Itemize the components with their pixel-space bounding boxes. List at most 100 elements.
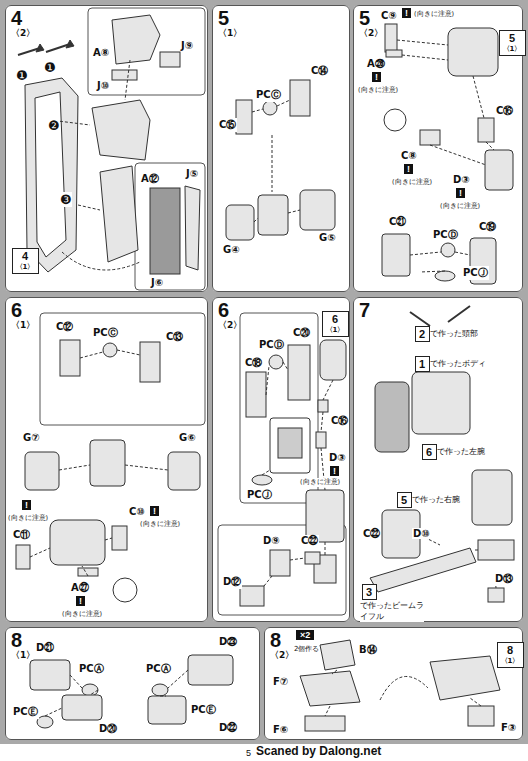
part-sketch (485, 150, 513, 190)
step-number: 4 (16, 250, 35, 262)
sub-step: 〈1〉 (16, 262, 35, 272)
inset-frame (240, 313, 318, 503)
part-sketch (16, 15, 514, 731)
page-frame (212, 5, 350, 292)
part-sketch (140, 342, 160, 382)
step-reference: 5〈1〉 (499, 30, 526, 56)
caution-mark: ! (150, 506, 159, 516)
part-sketch (16, 545, 30, 569)
caution-mark: ! (404, 164, 413, 174)
assembly-guide (45, 670, 188, 716)
page-frame (212, 297, 350, 622)
part-number: D⑩ (412, 528, 431, 539)
part-sketch (300, 190, 335, 230)
part-number: C⑳ (292, 326, 311, 340)
part-sketch (62, 695, 102, 720)
caution-note: (向きに注意) (300, 478, 340, 487)
sub-step: 〈1〉 (218, 28, 344, 39)
step-number: 3 (366, 586, 373, 598)
part-number: PCⒸ (92, 326, 119, 340)
step-number: 6 (11, 300, 202, 320)
part-sketch (188, 655, 233, 685)
step-reference: 2 (415, 326, 430, 342)
caution-note: (向きに注意) (358, 86, 398, 95)
part-sketch (240, 586, 264, 606)
step-panel: 5〈2〉5〈1〉 (353, 5, 523, 292)
part-number: C⑩ (128, 506, 146, 517)
part-number: PCⒿ (462, 266, 489, 280)
part-sketch (420, 130, 440, 145)
part-number: C㉒ (300, 535, 319, 546)
part-number: F⑦ (272, 676, 289, 687)
assembly-guide (30, 40, 496, 716)
part-sketch (112, 15, 160, 64)
part-sketch (60, 340, 80, 376)
part-number: J⑤ (185, 168, 199, 179)
quantity-tab: ×2 (296, 630, 314, 640)
part-number: PCⒶ (78, 662, 105, 676)
part-number: D㉓ (218, 636, 238, 647)
part-sketch (37, 716, 53, 728)
part-sketch (320, 640, 355, 670)
part-number: C⑱ (244, 356, 263, 370)
part-number: PCⒿ (246, 488, 273, 502)
sub-step: 〈1〉 (501, 656, 520, 666)
part-sketch (150, 188, 180, 274)
part-number: PCⒺ (190, 703, 217, 717)
caution-mark: ! (456, 188, 465, 198)
part-sketch (252, 475, 272, 485)
part-number: PCⒸ (255, 88, 282, 102)
assembly-note: で作ったビームライフル (360, 600, 424, 622)
step-reference: 6 (422, 444, 437, 460)
sub-step: 〈2〉 (359, 28, 517, 39)
part-sketch (263, 101, 277, 115)
part-sketch (430, 656, 500, 700)
caution-mark: ! (372, 72, 381, 82)
part-sketch (305, 552, 320, 564)
assembly-guide (262, 362, 333, 586)
part-sketch (278, 428, 302, 458)
part-sketch (300, 671, 360, 706)
part-number: A⑫ (140, 172, 160, 186)
part-sketch (152, 684, 168, 696)
inset-frame (135, 163, 205, 290)
part-sketch (441, 243, 455, 257)
part-number: G⑦ (22, 432, 41, 443)
sub-step: 〈1〉 (326, 325, 345, 335)
caution-mark: ! (402, 8, 411, 18)
assembly-guide (50, 60, 140, 270)
part-number: C㉒ (362, 528, 381, 539)
assembly-note: で作ったボディ (430, 358, 486, 369)
part-sketch (269, 355, 283, 369)
step-panel: 6〈1〉 (5, 297, 208, 622)
assembly-guide (252, 100, 300, 222)
page-frame (5, 627, 260, 740)
assembly-guide (397, 40, 494, 272)
assembly-note: で作った左腕 (437, 446, 485, 457)
step-reference: 4〈1〉 (12, 248, 39, 274)
part-sketch (50, 520, 105, 565)
part-number: C⑫ (55, 320, 74, 334)
assembly-guide (30, 350, 168, 576)
part-sketch (258, 195, 288, 235)
step-reference: 8〈1〉 (497, 642, 524, 668)
part-sketch (25, 452, 59, 490)
step-reference: 6〈1〉 (322, 311, 349, 337)
part-sketch (386, 50, 402, 57)
part-number: J⑥ (150, 277, 164, 288)
caution-mark: ! (22, 500, 31, 510)
part-sketch (168, 452, 200, 490)
page-frame (5, 5, 208, 292)
part-number: D③ (328, 452, 347, 463)
part-sketch (478, 118, 494, 142)
step-reference: 3 (362, 584, 377, 600)
step-number: 5 (503, 32, 522, 44)
part-number: C㉑ (388, 216, 407, 227)
part-number: A㉗ (70, 582, 90, 593)
caution-note: (向きに注意) (440, 202, 480, 211)
page-frame (0, 744, 528, 761)
page-frame (353, 5, 523, 292)
page-frame (5, 297, 208, 622)
part-number: J⑨ (180, 40, 194, 51)
